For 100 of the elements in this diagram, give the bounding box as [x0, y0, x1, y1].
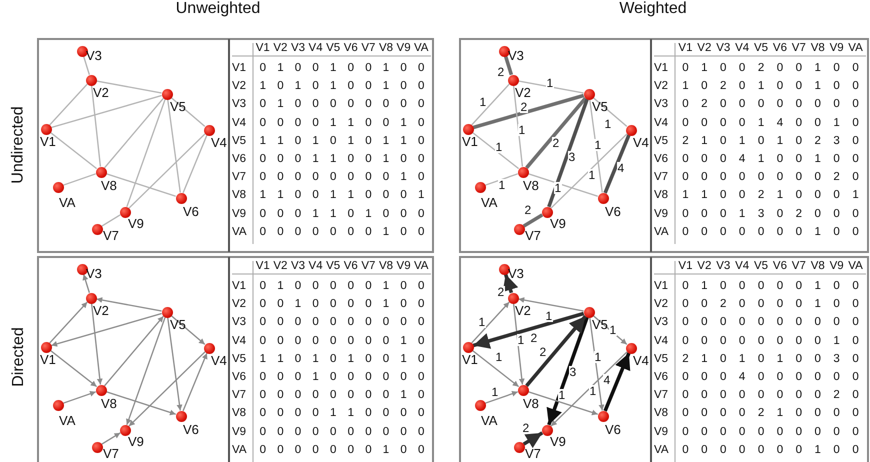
matrix-cell-text: 1	[756, 79, 766, 94]
matrix-cell-text: 0	[346, 388, 355, 402]
edge-weight-label: 1	[490, 386, 500, 398]
matrix-cell-text: 1	[814, 297, 822, 312]
matrix-cell-text: 1	[346, 352, 355, 366]
matrix-cell-text: 1	[832, 334, 841, 348]
edge-weight-label: 1	[554, 182, 562, 194]
matrix-cell-text: 0	[258, 370, 267, 384]
edge	[170, 97, 206, 127]
edge	[104, 98, 164, 168]
matrix-cell-text: 0	[294, 116, 302, 130]
matrix-cell-text: 0	[832, 206, 841, 221]
edge-weight-label: 1	[478, 96, 488, 108]
arrow	[550, 351, 628, 427]
vertex-dot	[204, 124, 214, 136]
matrix-cell-text: V3	[715, 259, 732, 273]
matrix-cell-text: 0	[399, 424, 408, 439]
matrix-cell-text: 0	[814, 370, 822, 384]
matrix-cell-text: 1	[776, 188, 784, 202]
matrix-cell-text: 0	[814, 116, 822, 130]
matrix-cell-text: 0	[738, 61, 746, 75]
arrow	[62, 390, 96, 404]
matrix-cell-text: 1	[258, 188, 267, 202]
matrix-cell-text: 0	[756, 424, 766, 439]
edge-weight-label: 2	[522, 422, 530, 434]
vertex-label: V1	[40, 353, 56, 366]
edge	[62, 173, 96, 186]
matrix-cell-text: 0	[364, 152, 373, 166]
matrix-cell-text: 0	[851, 315, 860, 330]
edge	[50, 132, 98, 170]
matrix-cell-text: 0	[756, 352, 766, 366]
matrix-cell-text: 0	[294, 424, 302, 439]
edge-weight-label: 1	[594, 139, 602, 151]
vertex-dot	[86, 74, 96, 86]
vertex-dot	[542, 424, 552, 436]
matrix-cell-text: V4	[308, 41, 324, 55]
matrix-cell-text: 0	[364, 370, 373, 384]
matrix-cell-text: 0	[738, 97, 746, 112]
vertex-label: V8	[101, 179, 117, 192]
matrix-cell-text: 0	[851, 370, 860, 384]
matrix-cell: V3	[232, 315, 246, 330]
matrix-cell-text: 0	[364, 61, 373, 75]
edge	[128, 133, 206, 209]
edge-weight-label: 4	[602, 374, 612, 386]
matrix-cell-text: 0	[794, 170, 804, 184]
matrix-cell-text: 0	[364, 116, 373, 130]
edge-weight-label: 2	[552, 137, 560, 149]
matrix-cell-text: 0	[719, 97, 728, 112]
matrix-cell-text: 0	[416, 97, 426, 112]
matrix-cell-text: 0	[719, 61, 728, 75]
edge	[51, 94, 162, 128]
matrix-cell-text: 0	[756, 170, 766, 184]
matrix-cell: V4	[654, 334, 668, 348]
matrix-cell-text: 0	[756, 370, 766, 384]
matrix-cell-text: 0	[814, 424, 822, 439]
matrix-cell-text: 0	[794, 297, 804, 312]
matrix-cell-text: 0	[399, 188, 408, 202]
edge	[522, 213, 544, 228]
matrix-cell-text: 0	[294, 61, 302, 75]
matrix-cell-text: 0	[416, 388, 426, 402]
matrix-cell-text: 0	[258, 424, 267, 439]
matrix-cell-text: 0	[276, 116, 285, 130]
matrix-cell-text: 1	[382, 134, 390, 148]
edge	[589, 99, 603, 193]
matrix-cell-text: 0	[258, 116, 267, 130]
matrix-cell-text: 1	[311, 370, 320, 384]
matrix-cell-text: 0	[294, 388, 302, 402]
matrix-cell: VA	[232, 442, 246, 457]
matrix-cell: V8	[654, 406, 668, 420]
vertex-dot	[176, 192, 186, 204]
matrix-cell-text: 1	[776, 406, 784, 420]
edge	[106, 173, 176, 197]
matrix-cell-text: 0	[258, 206, 267, 221]
matrix-cell-text: 0	[382, 406, 390, 420]
matrix-cell-text: 0	[258, 97, 267, 112]
matrix-cell-text: 0	[276, 334, 285, 348]
matrix-cell-text: 0	[346, 370, 355, 384]
matrix-cell-text: 0	[832, 224, 841, 239]
matrix-cell-text: 0	[719, 334, 728, 348]
edge-weight-label: 1	[494, 141, 504, 153]
matrix-cell-text: 0	[719, 224, 728, 239]
edge	[167, 99, 181, 193]
vertex-label: V9	[128, 435, 144, 448]
matrix-cell-text: 1	[276, 61, 285, 75]
matrix-cell-text: 1	[399, 116, 408, 130]
edge	[592, 97, 628, 127]
matrix-cell-text: V3	[290, 41, 306, 55]
matrix-cell-text: 0	[681, 424, 690, 439]
vertex-label: V5	[592, 318, 608, 331]
matrix-cell-text: V9	[396, 41, 412, 55]
matrix-cell-text: 0	[738, 406, 746, 420]
matrix-cell-text: 0	[719, 116, 728, 130]
matrix-cell-text: 1	[276, 97, 285, 112]
matrix-cell-text: 0	[258, 224, 267, 239]
matrix-cell-text: 0	[364, 188, 373, 202]
matrix-cell-text: 0	[294, 134, 302, 148]
matrix-cell-text: 0	[382, 370, 390, 384]
matrix-cell-text: 1	[738, 134, 746, 148]
matrix-cell-text: 1	[294, 297, 302, 312]
matrix-cell-text: 0	[399, 406, 408, 420]
